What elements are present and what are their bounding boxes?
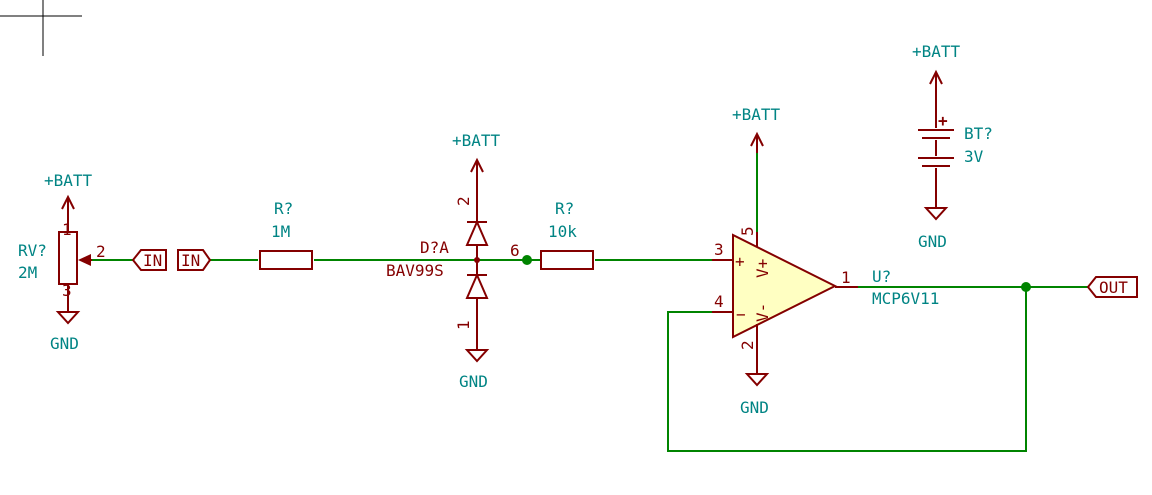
svg-text:+BATT: +BATT — [452, 131, 501, 150]
svg-text:IN: IN — [143, 251, 162, 270]
svg-text:U?: U? — [872, 267, 891, 286]
svg-text:3: 3 — [714, 240, 724, 259]
svg-text:10k: 10k — [548, 222, 577, 241]
r2-body — [540, 250, 594, 270]
svg-text:1: 1 — [841, 268, 851, 287]
svg-text:IN: IN — [181, 251, 200, 270]
hier-label-in[interactable]: IN — [131, 249, 167, 271]
svg-text:1: 1 — [454, 320, 473, 330]
svg-text:1M: 1M — [271, 222, 290, 241]
svg-text:OUT: OUT — [1099, 278, 1128, 297]
svg-text:GND: GND — [50, 334, 79, 353]
power-batt-diode: +BATT — [452, 131, 501, 222]
battery-bt1[interactable]: +BATT + GND BT? 3V — [912, 42, 993, 251]
svg-text:+: + — [735, 252, 745, 271]
svg-text:V-: V- — [753, 303, 772, 322]
svg-text:GND: GND — [740, 398, 769, 417]
svg-text:1: 1 — [62, 220, 72, 239]
svg-text:R?: R? — [274, 199, 293, 218]
pot-wiper-arrow — [78, 254, 91, 266]
pot-body — [58, 231, 78, 285]
svg-text:+BATT: +BATT — [44, 171, 93, 190]
crosshair-cursor — [0, 0, 82, 56]
svg-text:+: + — [938, 111, 948, 130]
svg-text:3: 3 — [62, 281, 72, 300]
resistor-r2[interactable]: R? 10k — [540, 199, 594, 270]
diode-d1[interactable]: +BATT GND D?A BAV99S 2 1 6 — [386, 131, 520, 391]
rv-value: 2M — [18, 263, 37, 282]
svg-text:GND: GND — [918, 232, 947, 251]
svg-text:5: 5 — [738, 226, 757, 236]
svg-text:2: 2 — [738, 340, 757, 350]
junction-node — [522, 255, 532, 265]
power-gnd-diode: GND — [459, 349, 490, 391]
svg-text:+BATT: +BATT — [912, 42, 961, 61]
resistor-r1[interactable]: R? 1M — [259, 199, 313, 270]
svg-text:6: 6 — [510, 241, 520, 260]
power-batt-rv: +BATT — [44, 171, 93, 232]
power-gnd-opamp: GND — [740, 373, 770, 417]
svg-text:−: − — [736, 305, 746, 324]
svg-text:3V: 3V — [964, 147, 984, 166]
svg-text:2: 2 — [454, 196, 473, 206]
wires — [85, 153, 1088, 452]
opamp-u1[interactable]: +BATT + − V+ V- 3 4 1 5 2 GND U? MCP6V11 — [712, 105, 939, 417]
hier-label-out[interactable]: OUT — [1086, 276, 1138, 298]
svg-text:GND: GND — [459, 372, 488, 391]
power-batt-opamp: +BATT — [732, 105, 781, 153]
global-label-in[interactable]: IN — [177, 249, 212, 271]
rv-ref: RV? — [18, 241, 47, 260]
svg-text:V+: V+ — [753, 259, 772, 278]
power-gnd-battery: GND — [918, 207, 949, 251]
svg-text:4: 4 — [714, 292, 724, 311]
svg-text:BAV99S: BAV99S — [386, 261, 444, 280]
opamp-body — [732, 233, 838, 339]
svg-text:R?: R? — [555, 199, 574, 218]
svg-text:BT?: BT? — [964, 124, 993, 143]
svg-text:2: 2 — [96, 242, 106, 261]
svg-text:+BATT: +BATT — [732, 105, 781, 124]
potentiometer-rv[interactable]: +BATT GND RV? 2M 2 1 3 — [18, 171, 106, 353]
junction-out — [1021, 282, 1031, 292]
wire-feedback — [667, 287, 1027, 452]
power-batt-battery: +BATT — [912, 42, 961, 128]
svg-text:D?A: D?A — [420, 238, 449, 257]
svg-text:MCP6V11: MCP6V11 — [872, 289, 939, 308]
power-gnd-rv: GND — [50, 311, 81, 353]
r1-body — [259, 250, 313, 270]
